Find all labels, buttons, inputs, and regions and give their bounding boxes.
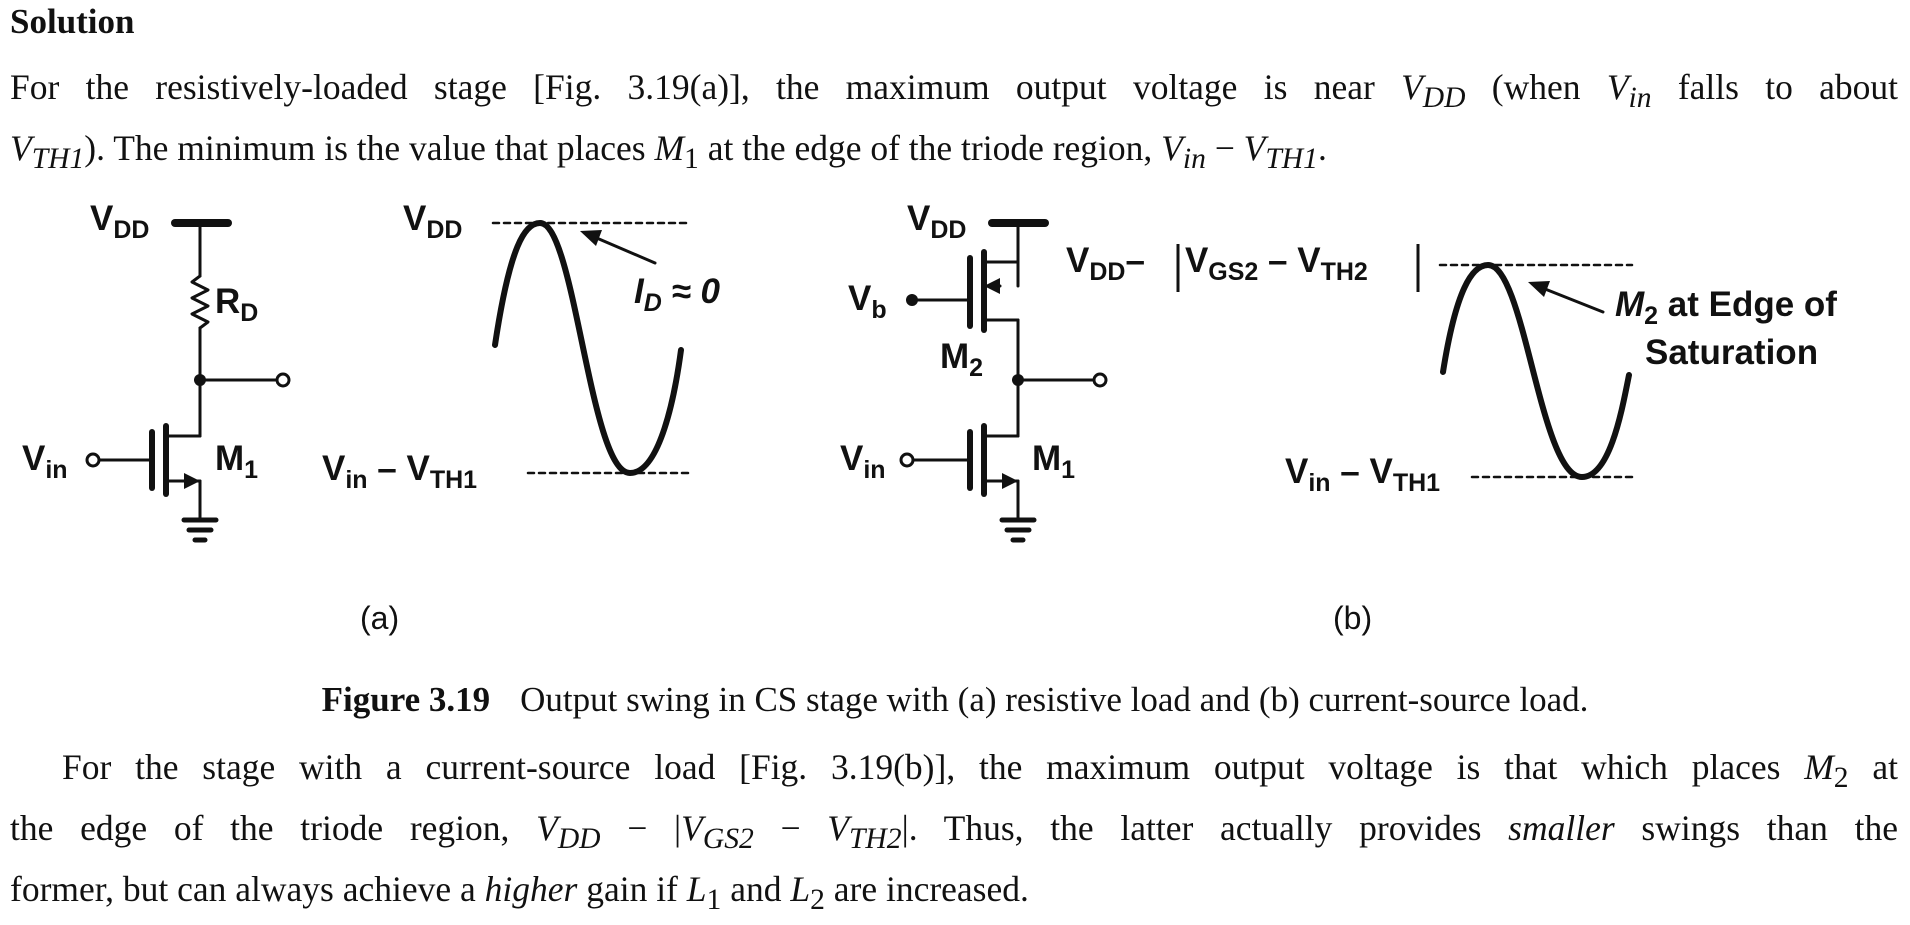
annotation-arrow-b <box>1538 285 1605 314</box>
vb-label: Vb <box>848 279 887 324</box>
sine-wave-b <box>1440 262 1632 480</box>
node-dot-a <box>194 374 206 386</box>
paragraph-2-line-3: former, but can always achieve a higher … <box>10 869 1029 917</box>
vin-terminal-a <box>85 452 101 468</box>
vin-label-b: Vin <box>840 439 886 484</box>
waveform-b <box>1438 262 1634 480</box>
solution-heading: Solution <box>10 2 135 41</box>
subfigure-label-a: (a) <box>360 600 400 636</box>
m2-edge-annotation-line1: M2 at Edge of <box>1615 285 1837 330</box>
paragraph-1-line-1: For the resistively-loaded stage [Fig. 3… <box>10 67 1899 115</box>
paragraph-1-line-2: VTH1). The minimum is the value that pla… <box>10 128 1327 176</box>
m1-label-a: M1 <box>215 439 258 484</box>
sine-wave-a <box>492 220 684 476</box>
output-terminal-a <box>275 372 291 388</box>
annotation-arrow-a <box>590 234 657 265</box>
m2-label: M2 <box>940 337 983 382</box>
vdd-label-b: VDD <box>907 199 966 244</box>
figure-number: Figure 3.19 <box>321 680 491 719</box>
node-dot-b <box>1012 374 1024 386</box>
resistor-rd <box>190 274 210 330</box>
id-label: ID ≈ 0 <box>634 272 720 317</box>
subfigure-label-b: (b) <box>1333 600 1373 636</box>
figure-3-19: VDD RD Vin M1 VDD ID ≈ 0 Vin – VTH1 VDD … <box>22 199 1837 543</box>
vin-label-a: Vin <box>22 439 68 484</box>
wave-bottom-label-b: Vin – VTH1 <box>1285 452 1440 497</box>
m2-edge-annotation-line2: Saturation <box>1645 333 1818 372</box>
output-terminal-b <box>1092 372 1108 388</box>
figure-caption: Figure 3.19 Output swing in CS stage with… <box>0 680 1910 720</box>
waveform-a <box>491 220 690 476</box>
paragraph-2-line-2: the edge of the triode region, VDD − |VG… <box>10 808 1898 856</box>
vb-terminal <box>906 294 918 306</box>
wave-bottom-label-a: Vin – VTH1 <box>322 449 477 494</box>
circuit-b-current-source-load <box>899 219 1108 543</box>
circuit-a-resistive-load <box>85 219 291 543</box>
rd-label: RD <box>215 282 258 327</box>
wave-top-label-b: VDD–VGS2 – VTH2 <box>1066 241 1368 286</box>
vdd-label-a: VDD <box>90 199 149 244</box>
m1b-arrow <box>1002 473 1018 489</box>
m1-arrow <box>184 473 200 489</box>
paragraph-2: For the stage with a current-source load… <box>10 742 1898 925</box>
paragraph-1: For the resistively-loaded stage [Fig. 3… <box>10 62 1898 184</box>
paragraph-2-line-1: For the stage with a current-source load… <box>62 747 1898 795</box>
vin-terminal-b <box>899 452 915 468</box>
wave-top-label-a: VDD <box>403 199 462 244</box>
m1-label-b: M1 <box>1032 439 1075 484</box>
figure-caption-text: Output swing in CS stage with (a) resist… <box>520 680 1589 719</box>
